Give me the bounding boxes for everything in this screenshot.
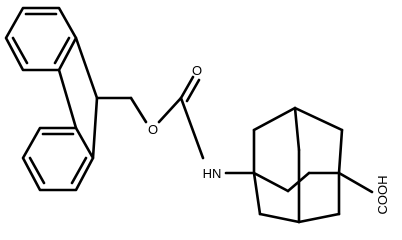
fluorene-lower-ring [21, 126, 95, 192]
ester-oxygen-label: O [148, 122, 158, 137]
carbonyl-oxygen-label: O [192, 63, 202, 78]
amine-label: HN [203, 166, 222, 181]
carboxyl-bond [337, 171, 374, 194]
chemical-structure: O O HN COOH [4, 6, 390, 224]
carbamate-linker [95, 75, 256, 175]
fluorene-five-ring [57, 36, 99, 160]
carboxylic-acid-label: COOH [375, 176, 390, 215]
adamantane-cage [252, 106, 344, 224]
fluorene-upper-ring [4, 6, 78, 72]
